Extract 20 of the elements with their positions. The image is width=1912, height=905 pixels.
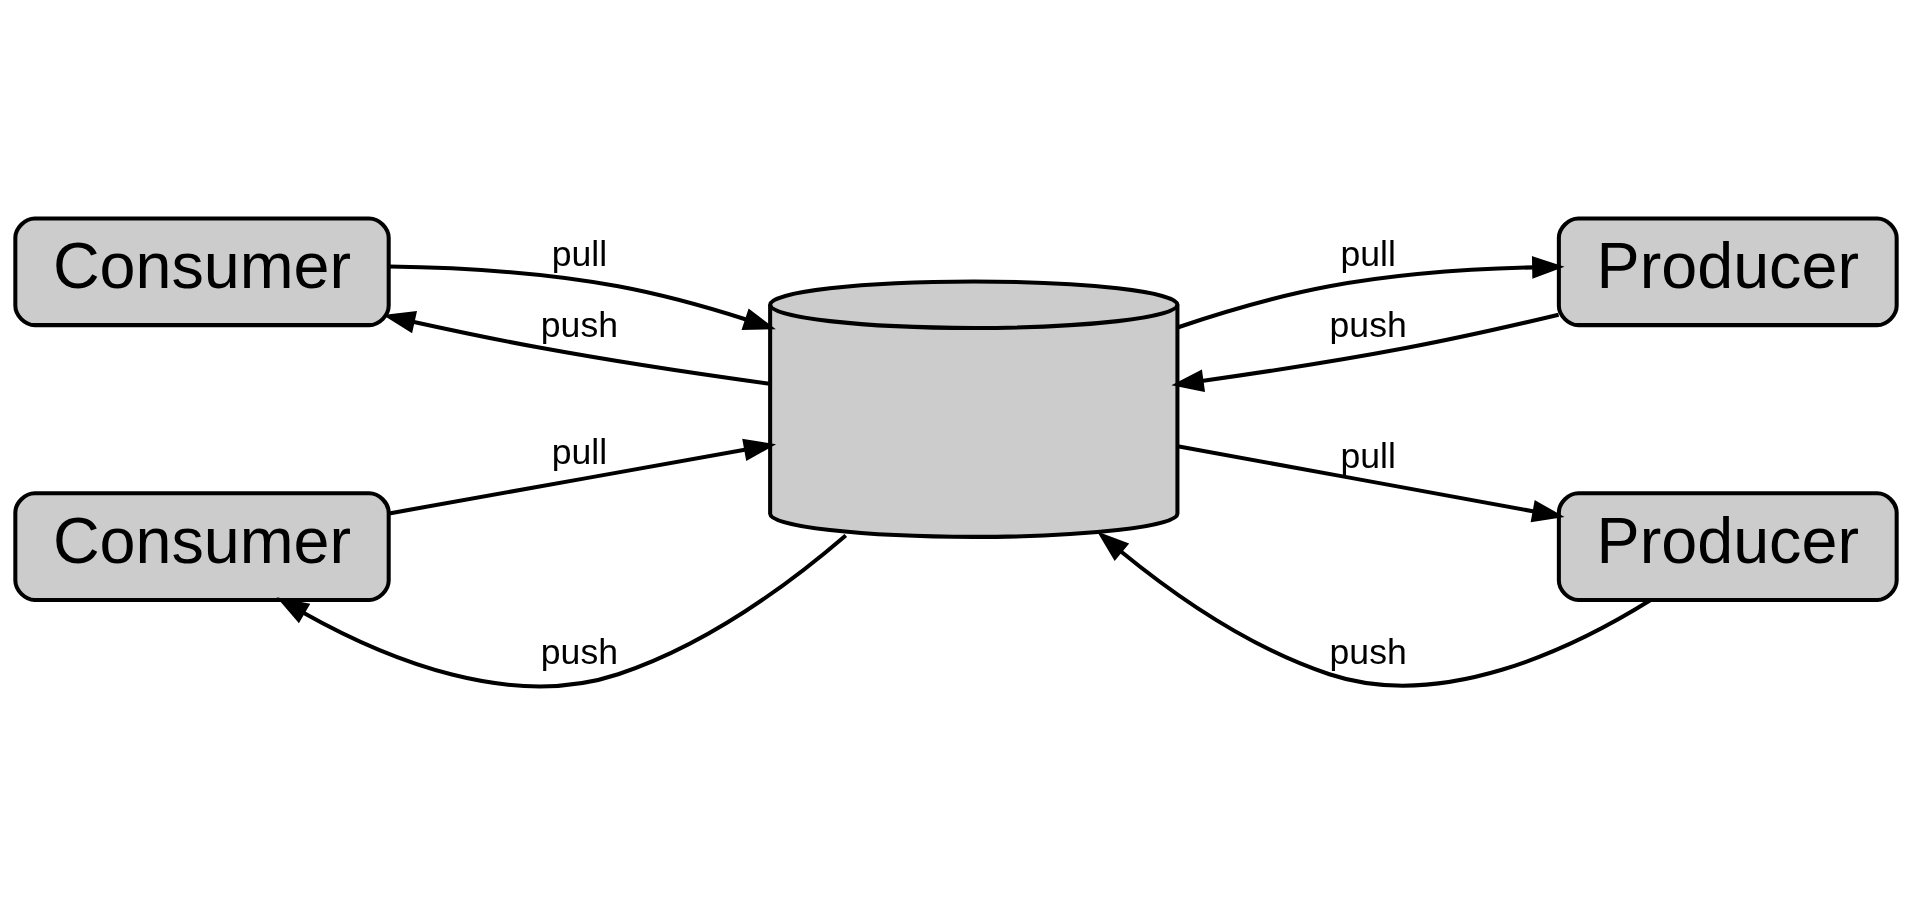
arrow — [389, 264, 776, 330]
edge-label: push — [540, 631, 618, 672]
arrow — [1176, 256, 1565, 330]
edge-label: pull — [551, 234, 608, 275]
arrow — [388, 438, 777, 516]
edge-label: pull — [1340, 436, 1396, 477]
arrow — [276, 533, 848, 689]
node-box: Producer — [1556, 216, 1899, 328]
arrow — [1097, 531, 1652, 688]
arrow — [1177, 444, 1565, 523]
edge-label: pull — [1340, 234, 1396, 275]
edge-label: push — [1329, 305, 1407, 346]
node-box: Producer — [1556, 491, 1899, 602]
node-box: Consumer — [13, 491, 391, 602]
edge-label: pull — [551, 431, 608, 472]
node-box: Consumer — [13, 216, 391, 328]
edge-label: push — [540, 305, 618, 346]
arrow — [382, 311, 770, 386]
arrow — [1171, 312, 1560, 392]
edge-label: push — [1329, 631, 1407, 672]
